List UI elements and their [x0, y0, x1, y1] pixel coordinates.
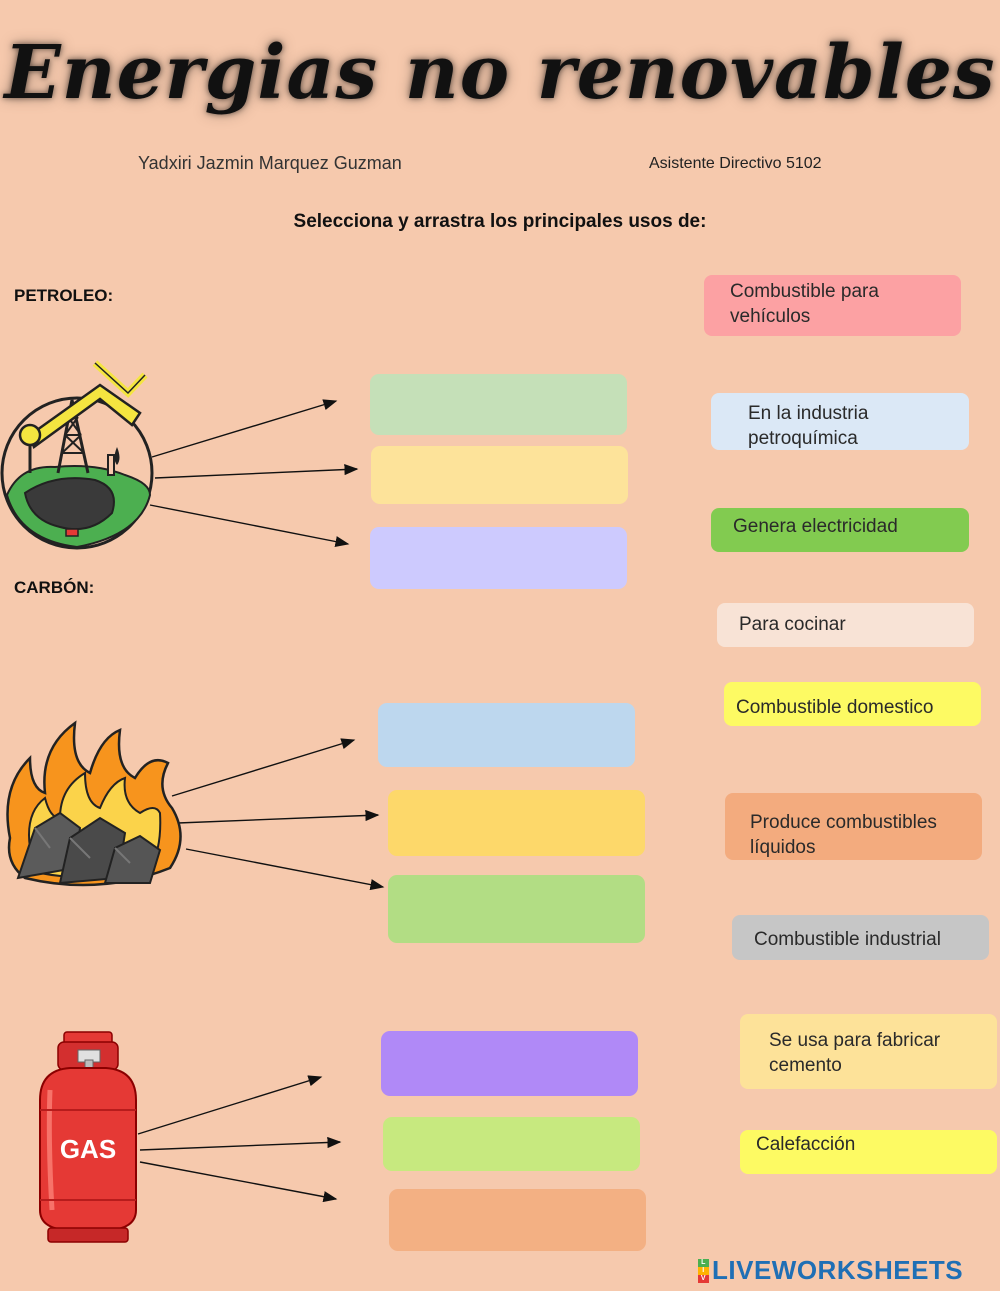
- arrow-petroleo-2: [154, 463, 359, 479]
- arrow-gas-2: [139, 1136, 342, 1151]
- gas-label: GAS: [60, 1134, 116, 1164]
- liveworksheets-logo: L I V LIVEWORKSHEETS: [698, 1255, 963, 1286]
- drop-zone-gas-1[interactable]: [381, 1031, 638, 1096]
- option-combustible-vehiculos[interactable]: Combustible para vehículos: [704, 275, 961, 336]
- brand-text: LIVEWORKSHEETS: [712, 1255, 964, 1285]
- author-name: Yadxiri Jazmin Marquez Guzman: [138, 153, 402, 173]
- drop-zone-gas-2[interactable]: [383, 1117, 640, 1171]
- arrow-carbon-2: [177, 809, 380, 824]
- page-title: Energias no renovables: [4, 30, 996, 116]
- arrow-gas-1: [137, 1075, 323, 1135]
- option-genera-electricidad[interactable]: Genera electricidad: [711, 508, 969, 552]
- option-combustible-domestico[interactable]: Combustible domestico: [724, 682, 981, 726]
- drop-zone-petroleo-3[interactable]: [370, 527, 627, 589]
- drop-zone-gas-3[interactable]: [389, 1189, 646, 1251]
- brand-logo-icon: L I V: [698, 1258, 709, 1283]
- author-role: Asistente Directivo 5102: [649, 155, 822, 172]
- section-label-petroleo: PETROLEO:: [14, 286, 114, 305]
- drop-zone-carbon-1[interactable]: [378, 703, 635, 767]
- arrow-petroleo-1: [151, 399, 338, 458]
- drop-zone-carbon-2[interactable]: [388, 790, 645, 856]
- drop-zone-petroleo-1[interactable]: [370, 374, 627, 435]
- option-combustible-industrial[interactable]: Combustible industrial: [732, 915, 989, 960]
- option-produce-combustibles[interactable]: Produce combustibles líquidos: [725, 793, 982, 860]
- coal-fire-icon: [6, 720, 182, 887]
- arrow-petroleo-3: [149, 504, 350, 548]
- drop-zone-carbon-3[interactable]: [388, 875, 645, 943]
- arrow-carbon-1: [171, 738, 356, 797]
- section-label-carbon: CARBÓN:: [14, 578, 95, 597]
- oil-pump-icon: [0, 360, 154, 550]
- gas-cylinder-icon: GAS: [39, 1031, 137, 1243]
- arrow-gas-3: [139, 1161, 338, 1203]
- option-fabricar-cemento[interactable]: Se usa para fabricar cemento: [740, 1014, 997, 1089]
- option-industria-petroquimica[interactable]: En la industria petroquímica: [711, 393, 969, 450]
- drop-zone-petroleo-2[interactable]: [371, 446, 628, 504]
- option-calefaccion[interactable]: Calefacción: [740, 1130, 997, 1174]
- option-para-cocinar[interactable]: Para cocinar: [717, 603, 974, 647]
- arrow-carbon-3: [185, 848, 385, 891]
- instruction-text: Selecciona y arrastra los principales us…: [293, 211, 707, 232]
